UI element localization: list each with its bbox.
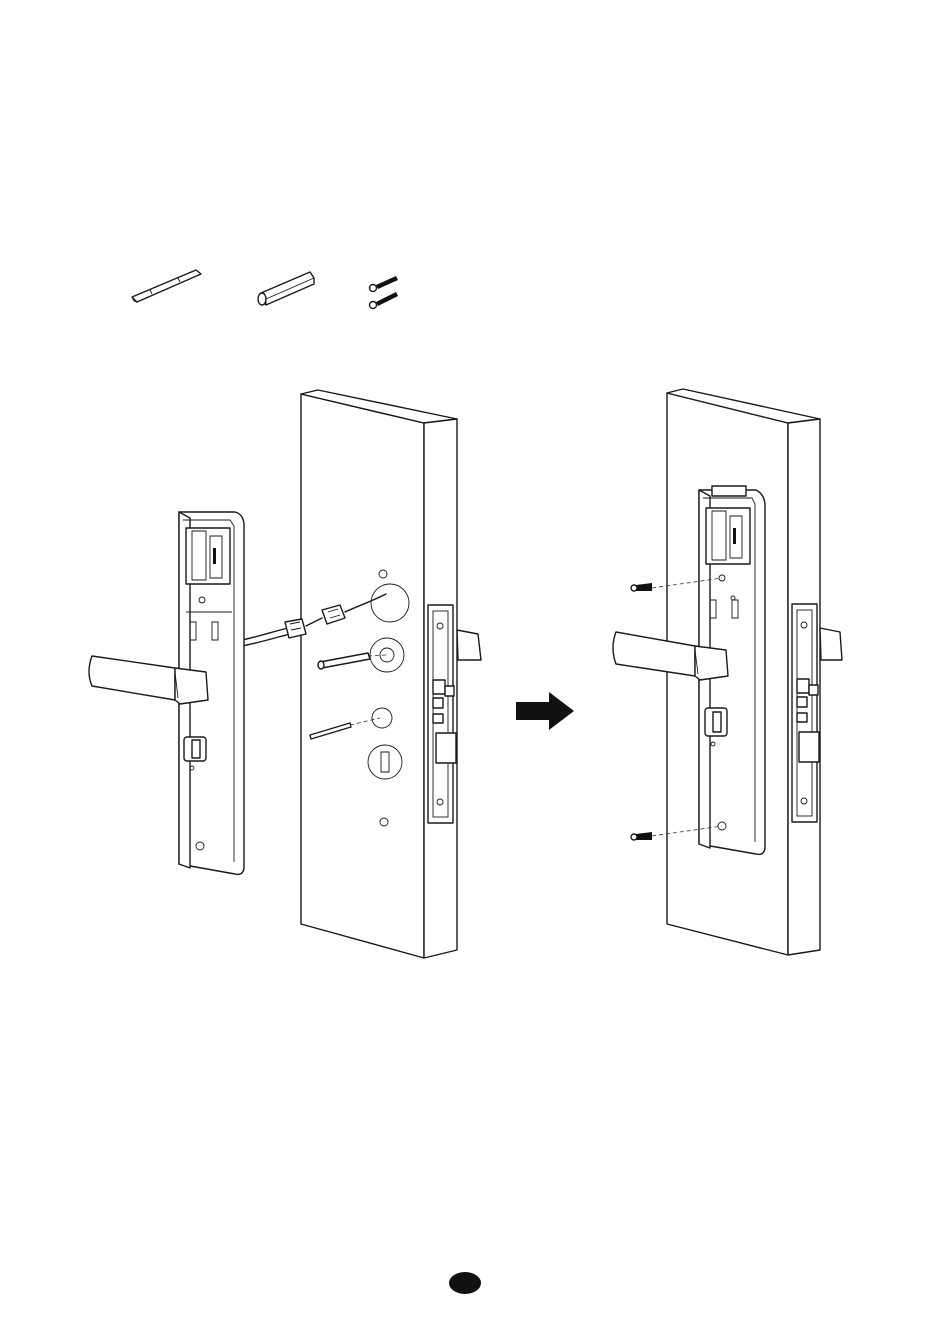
right-arrow-icon [516, 692, 574, 730]
front-lock-body [89, 512, 244, 874]
mortise-faceplate-2 [792, 604, 819, 822]
square-spindle-rod-icon [132, 270, 201, 302]
hex-spindle-sleeve-icon [258, 272, 314, 305]
step-fasten-screws [613, 389, 842, 955]
mounting-screws-icon [370, 276, 399, 309]
page-number-oval [449, 1272, 481, 1294]
rear-handle-stub-2 [820, 628, 842, 660]
step-connect-cable-and-insert-spindles [89, 390, 481, 958]
parts-row [132, 270, 398, 309]
mortise-faceplate [428, 605, 456, 823]
rear-handle-stub [457, 630, 481, 660]
